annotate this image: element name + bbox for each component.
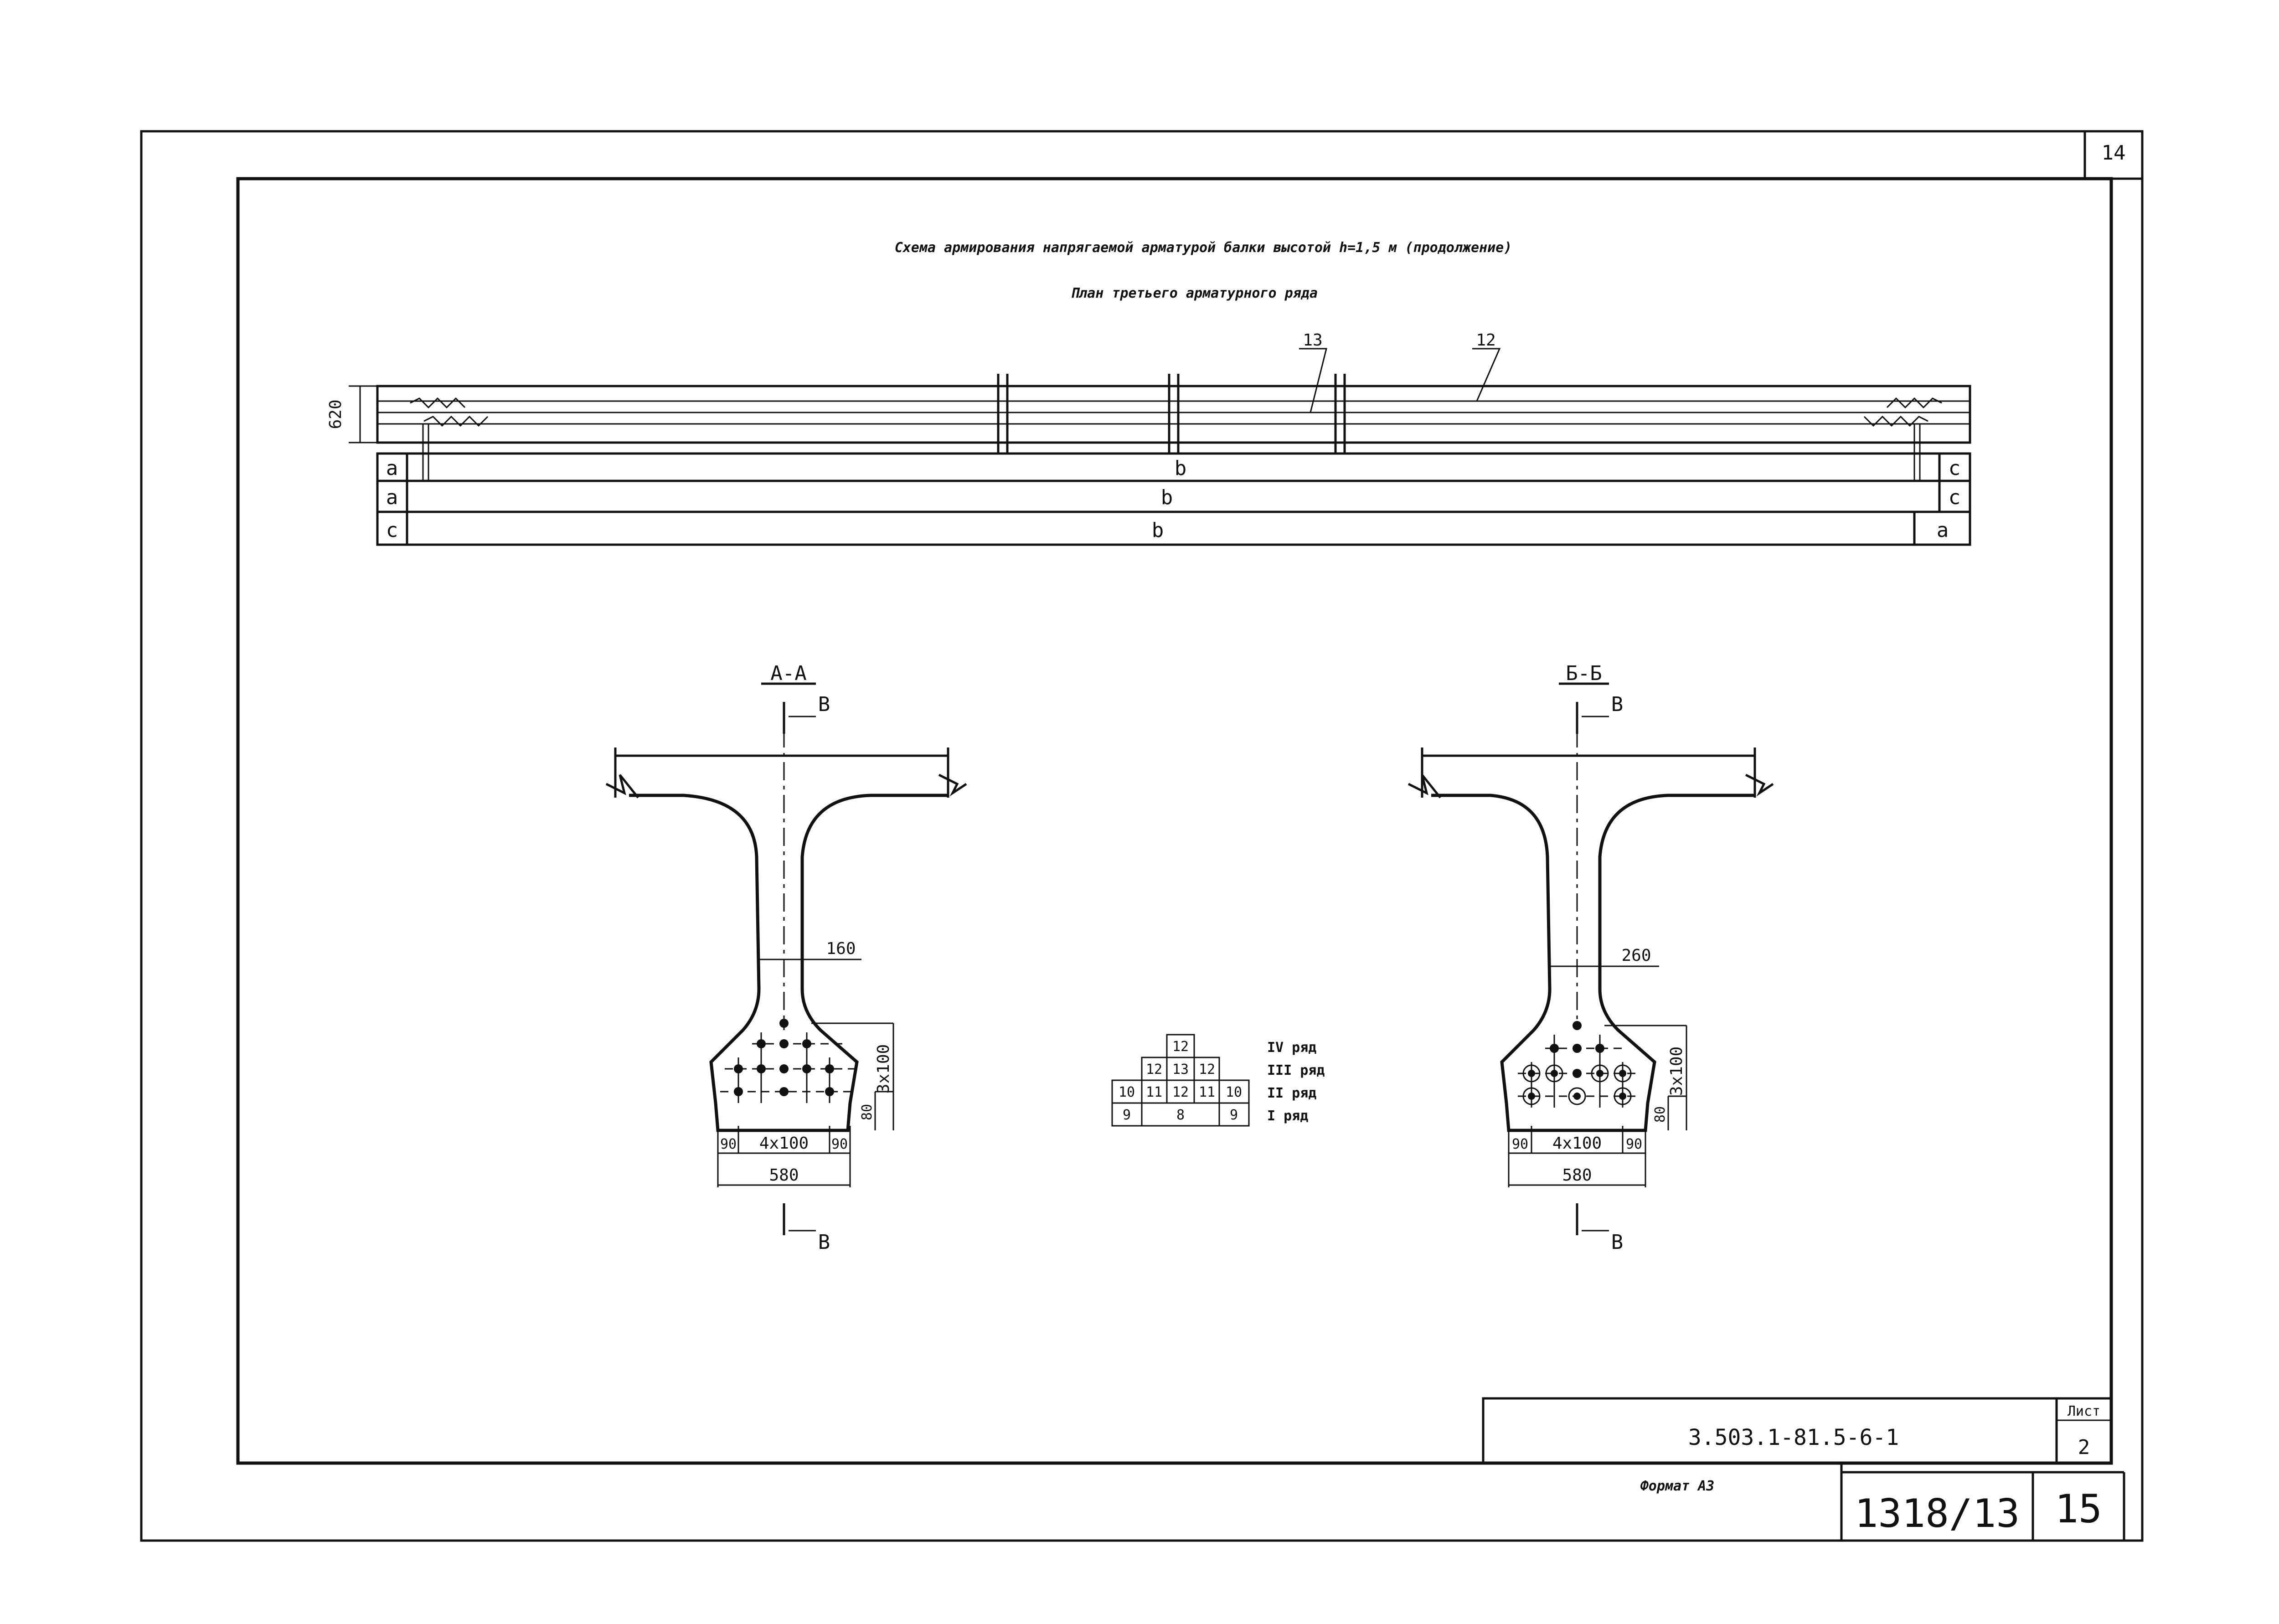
bar-table-row1-label: I ряд xyxy=(1267,1108,1308,1124)
sheet-frame xyxy=(140,130,2144,1542)
section-aa-cut-bottom: В xyxy=(818,1231,830,1254)
plan-row3-middle: b xyxy=(1152,519,1164,542)
bar-table xyxy=(1111,1034,1250,1127)
section-aa-side-dim-right: 90 xyxy=(831,1136,848,1152)
bar-table-r2-c2: 11 xyxy=(1146,1084,1162,1100)
main-title: Схема армирования напрягаемой арматурой … xyxy=(895,240,1512,256)
plan-row1-middle: b xyxy=(1175,457,1187,480)
section-aa-side-dim-left: 90 xyxy=(720,1136,737,1152)
section-bb xyxy=(1408,682,1774,1235)
section-aa-web-dim: 160 xyxy=(826,939,856,958)
section-aa-spacing-dim: 4x100 xyxy=(759,1134,809,1153)
bar-table-r3-c3: 12 xyxy=(1199,1062,1215,1078)
plan-view xyxy=(349,348,1971,546)
bar-table-r2-c4: 11 xyxy=(1199,1084,1215,1100)
plan-row2-right: c xyxy=(1949,486,1961,509)
section-bb-web-dim: 260 xyxy=(1621,946,1651,965)
bar-table-r2-c5: 10 xyxy=(1226,1084,1242,1100)
plan-row1-right: c xyxy=(1949,457,1961,480)
plan-callout-12: 12 xyxy=(1476,331,1495,350)
plan-row3-right: a xyxy=(1937,519,1949,542)
sheet-number: 2 xyxy=(2078,1436,2090,1459)
bar-table-row2-label: II ряд xyxy=(1267,1085,1316,1101)
drawing-code: 3.503.1-81.5-6-1 xyxy=(1688,1425,1899,1450)
bar-table-r3-c1: 12 xyxy=(1146,1062,1162,1078)
plan-depth-label: 620 xyxy=(326,399,345,429)
section-aa-cut-top: В xyxy=(818,693,830,716)
plan-callout-13: 13 xyxy=(1303,331,1322,350)
plan-row2-middle: b xyxy=(1161,486,1173,509)
section-bb-cut-top: В xyxy=(1611,693,1624,716)
section-aa-bottom-edge-dim: 80 xyxy=(859,1104,875,1120)
section-aa xyxy=(605,682,967,1235)
plan-row1-left: a xyxy=(386,457,398,480)
page-number-top: 14 xyxy=(2102,141,2126,165)
section-bb-width-dim: 580 xyxy=(1562,1166,1592,1185)
bar-table-r4-c1: 12 xyxy=(1172,1039,1189,1055)
archive-number: 1318/13 xyxy=(1855,1491,2020,1536)
bar-table-row3-label: III ряд xyxy=(1267,1062,1325,1078)
bar-table-r3-c2: 13 xyxy=(1172,1062,1189,1078)
plan-title: План третьего арматурного ряда xyxy=(1071,285,1318,301)
format-label: Формат А3 xyxy=(1640,1478,1715,1494)
section-bb-spacing-dim: 4x100 xyxy=(1552,1134,1602,1153)
bar-table-r2-c1: 10 xyxy=(1119,1084,1135,1100)
plan-row2-left: a xyxy=(386,486,398,509)
bar-table-row4-label: IV ряд xyxy=(1267,1040,1316,1056)
section-aa-title: А-А xyxy=(770,662,806,685)
section-aa-width-dim: 580 xyxy=(769,1166,799,1185)
bar-table-r2-c3: 12 xyxy=(1172,1084,1189,1100)
bar-table-r1-c3: 9 xyxy=(1230,1107,1238,1123)
section-bb-side-dim-left: 90 xyxy=(1512,1136,1528,1152)
section-bb-side-dim-right: 90 xyxy=(1626,1136,1642,1152)
section-bb-bottom-edge-dim: 80 xyxy=(1652,1106,1668,1123)
section-aa-vert-dim: 3x100 xyxy=(874,1044,893,1093)
section-bb-title: Б-Б xyxy=(1566,662,1602,685)
bar-table-r1-c2: 8 xyxy=(1176,1107,1185,1123)
bar-table-r1-c1: 9 xyxy=(1123,1107,1131,1123)
section-bb-cut-bottom: В xyxy=(1611,1231,1624,1254)
plan-row3-left: c xyxy=(386,519,398,542)
section-bb-vert-dim: 3x100 xyxy=(1667,1047,1686,1096)
sheet-label: Лист xyxy=(2068,1403,2100,1419)
page-number-bottom: 15 xyxy=(2055,1486,2102,1532)
